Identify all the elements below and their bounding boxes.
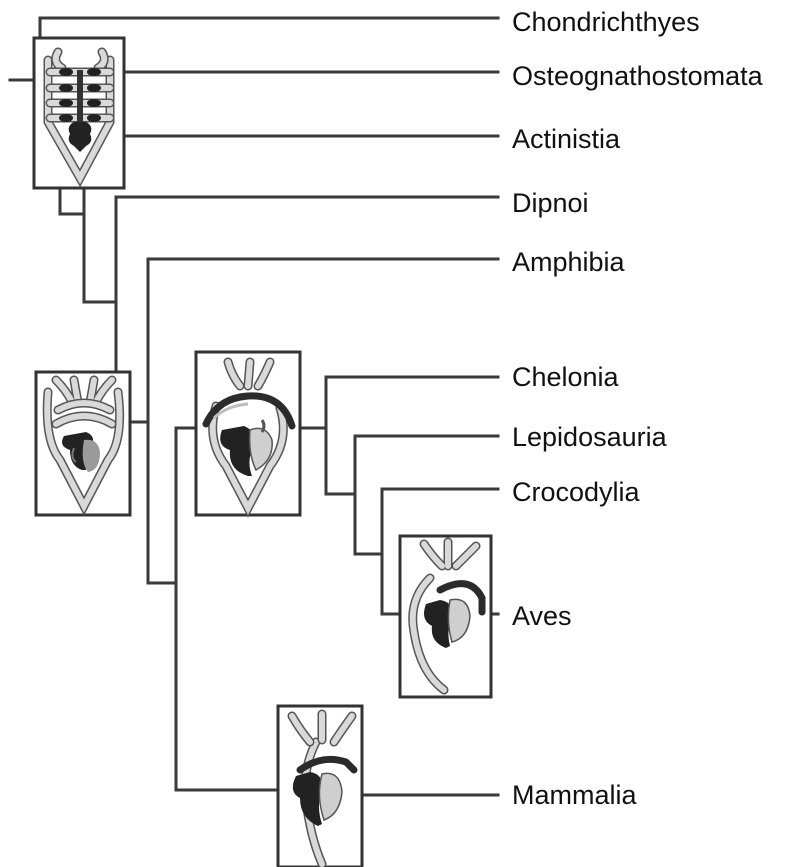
fish-circulation-icon xyxy=(34,38,124,188)
branch-amniota xyxy=(176,428,196,790)
taxon-labels: Chondrichthyes Osteognathostomata Actini… xyxy=(512,7,764,810)
branch-chondrichthyes xyxy=(40,18,498,38)
label-chelonia: Chelonia xyxy=(512,362,620,392)
branch-sarcopterygii xyxy=(60,190,116,302)
label-chondrichthyes: Chondrichthyes xyxy=(512,7,700,37)
label-mammalia: Mammalia xyxy=(512,780,638,810)
label-dipnoi: Dipnoi xyxy=(512,188,589,218)
label-osteognathostomata: Osteognathostomata xyxy=(512,61,764,91)
label-actinistia: Actinistia xyxy=(512,124,621,154)
mammal-circulation-icon xyxy=(278,706,362,867)
label-amphibia: Amphibia xyxy=(512,247,626,277)
label-lepidosauria: Lepidosauria xyxy=(512,422,668,452)
branch-dipnoi xyxy=(116,197,498,370)
label-crocodylia: Crocodylia xyxy=(512,477,641,507)
label-aves: Aves xyxy=(512,601,572,631)
reptile-circulation-icon xyxy=(196,352,300,515)
lungfish-circulation-icon xyxy=(36,372,130,515)
bird-circulation-icon xyxy=(400,536,491,697)
